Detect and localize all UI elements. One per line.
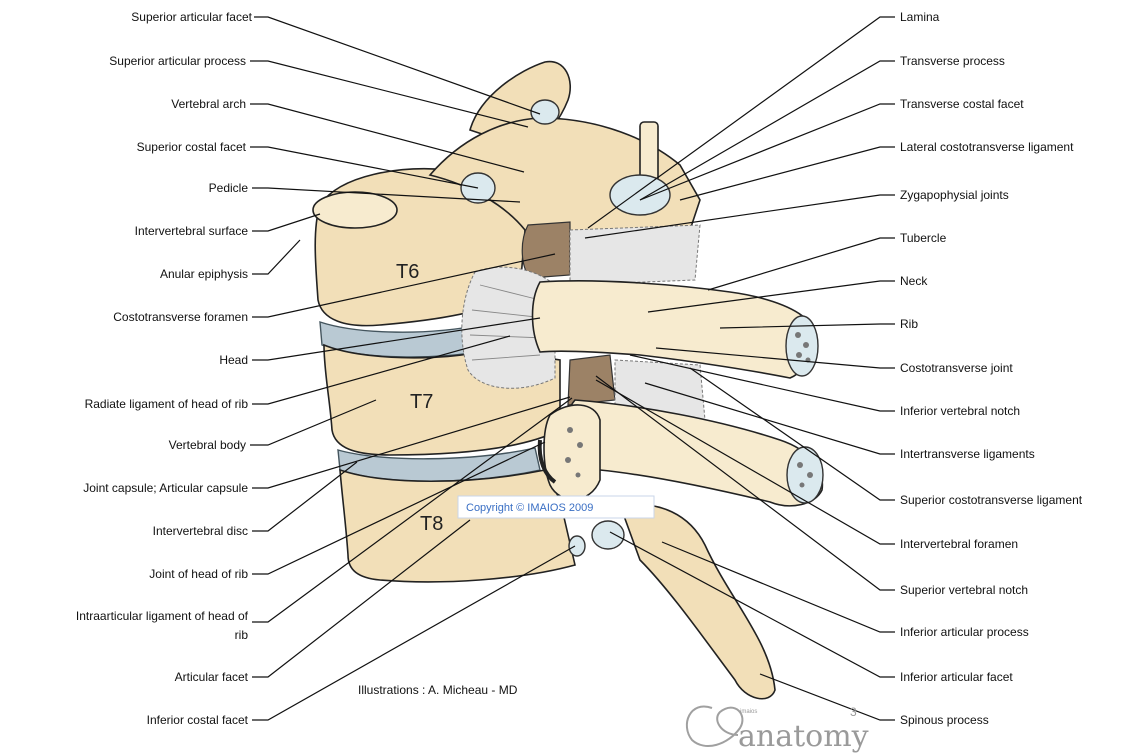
copyright-text: Copyright © IMAIOS 2009 <box>466 502 593 514</box>
transverse-costal-facet-shape <box>610 175 670 215</box>
rib-lower-head <box>544 405 600 499</box>
label-superior-vertebral-notch: Superior vertebral notch <box>900 583 1028 597</box>
label-transverse-costal-facet: Transverse costal facet <box>900 97 1024 111</box>
illustration-credit: Illustrations : A. Micheau - MD <box>358 683 518 697</box>
label-rib: Rib <box>900 317 918 331</box>
label-spinous-process: Spinous process <box>900 713 989 727</box>
label-inferior-articular-facet: Inferior articular facet <box>900 670 1013 684</box>
inferior-articular-facet-shape <box>592 521 624 549</box>
label-neck: Neck <box>900 274 928 288</box>
label-joint-capsule: Joint capsule; Articular capsule <box>83 481 248 495</box>
label-anular-epiphysis: Anular epiphysis <box>160 267 248 281</box>
vertebral-body-t8 <box>340 470 575 582</box>
label-tubercle: Tubercle <box>900 231 947 245</box>
label-intertransverse-ligaments: Intertransverse ligaments <box>900 447 1035 461</box>
label-costotransverse-joint: Costotransverse joint <box>900 361 1013 375</box>
logo-text: anatomy <box>738 719 869 754</box>
lower-spinous-process <box>620 504 775 699</box>
logo-e-swirl-icon <box>687 706 743 746</box>
label-intraarticular-ligament-line1: Intraarticular ligament of head of <box>76 609 249 623</box>
label-vertebral-arch: Vertebral arch <box>171 97 246 111</box>
right-labels: Lamina Transverse process Transverse cos… <box>900 10 1083 727</box>
label-intervertebral-surface: Intervertebral surface <box>135 224 249 238</box>
segment-t8: T8 <box>420 513 443 535</box>
label-intervertebral-disc: Intervertebral disc <box>153 524 248 538</box>
label-articular-facet: Articular facet <box>175 670 249 684</box>
ligament-posts <box>570 225 700 285</box>
label-zygapophysial-joints: Zygapophysial joints <box>900 188 1009 202</box>
label-intervertebral-foramen: Intervertebral foramen <box>900 537 1018 551</box>
label-inferior-vertebral-notch: Inferior vertebral notch <box>900 404 1020 418</box>
label-lateral-costotransverse-ligament: Lateral costotransverse ligament <box>900 140 1074 154</box>
label-costotransverse-foramen: Costotransverse foramen <box>113 310 248 324</box>
logo-superscript: 3 <box>850 705 857 719</box>
intervertebral-foramen-shape <box>568 355 615 405</box>
logo-small-text: imaios <box>740 709 757 715</box>
label-transverse-process: Transverse process <box>900 54 1005 68</box>
label-head: Head <box>219 353 248 367</box>
label-radiate-ligament: Radiate ligament of head of rib <box>85 397 249 411</box>
left-labels: Superior articular facet Superior articu… <box>76 10 253 727</box>
copyright-badge: Copyright © IMAIOS 2009 <box>458 496 654 518</box>
rib-upper-end <box>786 316 818 376</box>
label-lamina: Lamina <box>900 10 940 24</box>
transverse-post <box>640 122 658 182</box>
label-joint-of-head-of-rib: Joint of head of rib <box>149 567 248 581</box>
eanatomy-logo: imaios anatomy 3 <box>687 705 869 754</box>
label-vertebral-body: Vertebral body <box>169 438 246 452</box>
label-superior-costal-facet: Superior costal facet <box>137 140 247 154</box>
label-superior-articular-process: Superior articular process <box>109 54 246 68</box>
segment-t6: T6 <box>396 261 419 283</box>
rib-lower-end <box>787 447 823 503</box>
label-superior-costotransverse-ligament: Superior costotransverse ligament <box>900 493 1083 507</box>
inferior-costal-facet-shape <box>569 536 585 556</box>
intervertebral-surface-shape <box>313 192 397 228</box>
costotransverse-foramen-shape <box>522 222 570 278</box>
segment-t7: T7 <box>410 391 433 413</box>
label-pedicle: Pedicle <box>209 181 249 195</box>
label-inferior-costal-facet: Inferior costal facet <box>147 713 249 727</box>
label-superior-articular-facet: Superior articular facet <box>131 10 252 24</box>
label-intraarticular-ligament-line2: rib <box>235 628 249 642</box>
label-inferior-articular-process: Inferior articular process <box>900 625 1029 639</box>
